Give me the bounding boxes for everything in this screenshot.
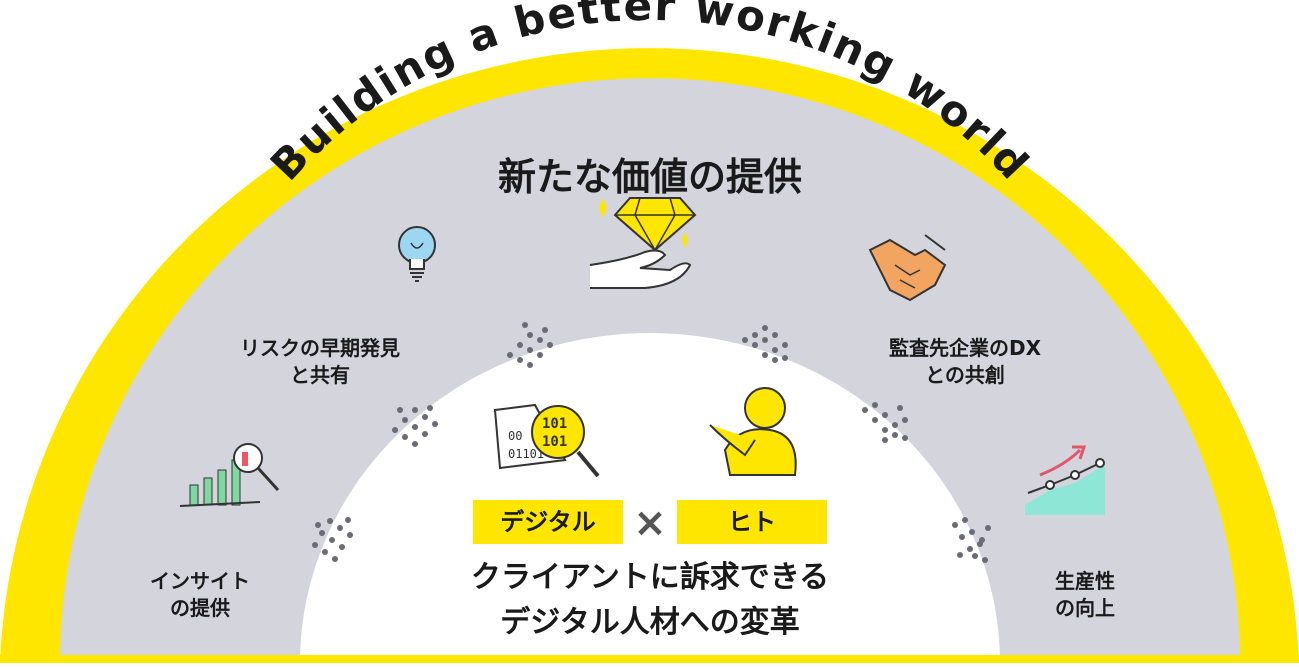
svg-text:00: 00 [508, 429, 522, 443]
svg-text:01101: 01101 [508, 447, 544, 461]
dot-cluster-right-mid [862, 402, 908, 443]
label-insight: インサイト の提供 [130, 568, 270, 622]
center-line-1: クライアントに訴求できる [470, 560, 830, 595]
growth-chart-icon [1025, 445, 1105, 515]
lightbulb-icon [398, 226, 436, 282]
main-heading: 新たな価値の提供 [497, 155, 802, 199]
chart-magnifier-icon [179, 443, 280, 507]
label-dx-line2: との共創 [925, 363, 1005, 387]
svg-text:101: 101 [542, 434, 567, 450]
label-productivity-line2: の向上 [1055, 596, 1115, 620]
binary-magnifier-icon: 00 01101 101 101 [493, 403, 600, 478]
times-sign: × [633, 500, 667, 546]
label-risk: リスクの早期発見 と共有 [215, 335, 425, 389]
dot-cluster-left-mid [392, 405, 438, 447]
label-risk-line2: と共有 [290, 363, 350, 387]
dot-cluster-left-low [312, 517, 353, 562]
label-insight-line2: の提供 [170, 596, 230, 620]
dot-cluster-right-low [952, 517, 991, 563]
inner-white-area [300, 333, 1000, 663]
handshake-icon [868, 234, 947, 302]
diamond-hand-icon [589, 197, 697, 289]
label-insight-line1: インサイト [150, 569, 250, 593]
label-productivity-line1: 生産性 [1055, 569, 1115, 593]
label-productivity: 生産性 の向上 [1030, 568, 1140, 622]
digital-tag: デジタル [473, 500, 623, 544]
svg-text:101: 101 [542, 416, 567, 432]
dot-cluster-left-upper [507, 322, 553, 368]
label-risk-line1: リスクの早期発見 [240, 336, 400, 360]
center-line-2: デジタル人材への変革 [500, 605, 800, 640]
label-dx: 監査先企業のDX との共創 [860, 335, 1070, 389]
dot-cluster-right-upper [742, 325, 788, 363]
label-dx-line1: 監査先企業のDX [888, 336, 1042, 360]
thinking-person-icon [709, 387, 797, 476]
human-tag: ヒト [677, 500, 827, 544]
